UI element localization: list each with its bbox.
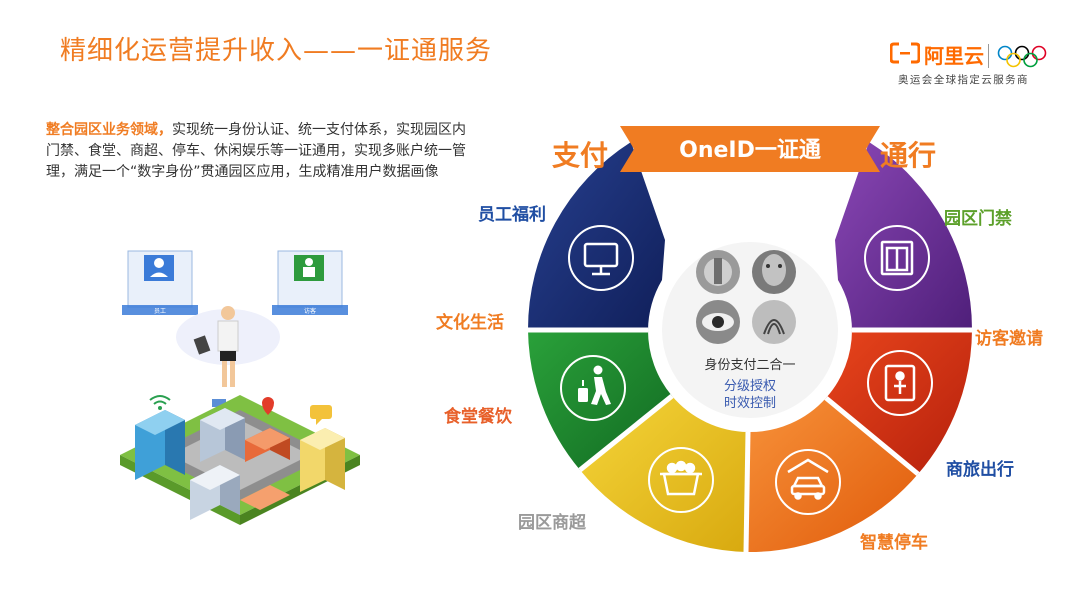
brand-logo: 阿里云 奥运会全球指定云服务商 — [890, 40, 1060, 90]
traveler-icon-ring — [560, 355, 626, 421]
label-culture-life: 文化生活 — [436, 313, 504, 333]
center-sub-line-2: 时效控制 — [723, 396, 776, 411]
olympic-rings-icon — [997, 45, 1047, 68]
aliyun-mark-icon — [890, 42, 920, 64]
person-with-phone — [176, 306, 280, 407]
biometric-images — [696, 250, 796, 344]
access-label: 通行 — [880, 139, 937, 172]
visitor-gate: 访客 — [272, 250, 348, 315]
segment-staff-welfare — [527, 142, 665, 330]
elevator-door-icon — [880, 240, 914, 276]
label-smart-parking: 智慧停车 — [860, 533, 928, 553]
employee-gate: 员工 — [122, 250, 198, 315]
logo-divider — [988, 44, 989, 68]
oneid-banner — [620, 126, 880, 172]
brand-name: 阿里云 — [924, 44, 984, 68]
banner-title: OneID一证通 — [679, 138, 821, 163]
shopping-basket-icon — [660, 460, 702, 496]
label-visitor-invite: 访客邀请 — [975, 329, 1043, 349]
smart-park-illustration: 员工 访客 — [120, 250, 360, 525]
label-business-travel: 商旅出行 — [946, 460, 1014, 480]
elevator-person-icon-ring — [867, 350, 933, 416]
label-park-mall: 园区商超 — [518, 513, 586, 533]
segment-visitor-travel — [826, 330, 972, 474]
elevator-person-icon — [884, 364, 916, 402]
segment-canteen — [528, 330, 672, 470]
employee-gate-label: 员工 — [154, 308, 166, 315]
oneid-wheel-diagram — [527, 126, 973, 553]
basket-icon-ring — [648, 447, 714, 513]
intro-highlight: 整合园区业务领域， — [46, 122, 172, 138]
label-canteen: 食堂餐饮 — [444, 407, 512, 427]
brand-subtitle: 奥运会全球指定云服务商 — [898, 74, 1029, 86]
visitor-gate-label: 访客 — [304, 307, 316, 315]
label-staff-welfare: 员工福利 — [478, 205, 546, 225]
center-title: 身份支付二合一 — [704, 358, 796, 373]
segment-dividers — [528, 327, 972, 553]
car-garage-icon — [787, 458, 829, 500]
page-title: 精细化运营提升收入——一证通服务 — [60, 36, 493, 66]
segment-park-access — [835, 142, 973, 330]
isometric-city — [120, 395, 360, 525]
segment-smart-parking — [746, 398, 918, 553]
intro-paragraph: 整合园区业务领域，实现统一身份认证、统一支付体系，实现园区内门禁、食堂、商超、停… — [46, 120, 466, 183]
center-subtitle: 分级授权 时效控制 — [690, 378, 810, 412]
intro-text: 实现统一身份认证、统一支付体系，实现园区内门禁、食堂、商超、停车、休闲娱乐等一证… — [46, 122, 466, 180]
payment-label: 支付 — [552, 139, 609, 172]
traveler-icon — [578, 365, 611, 405]
center-sub-line-1: 分级授权 — [723, 379, 776, 394]
monitor-icon-ring — [568, 225, 634, 291]
elevator-door-icon-ring — [864, 225, 930, 291]
monitor-icon — [583, 242, 619, 276]
label-park-access: 园区门禁 — [944, 209, 1012, 229]
car-icon-ring — [775, 449, 841, 515]
